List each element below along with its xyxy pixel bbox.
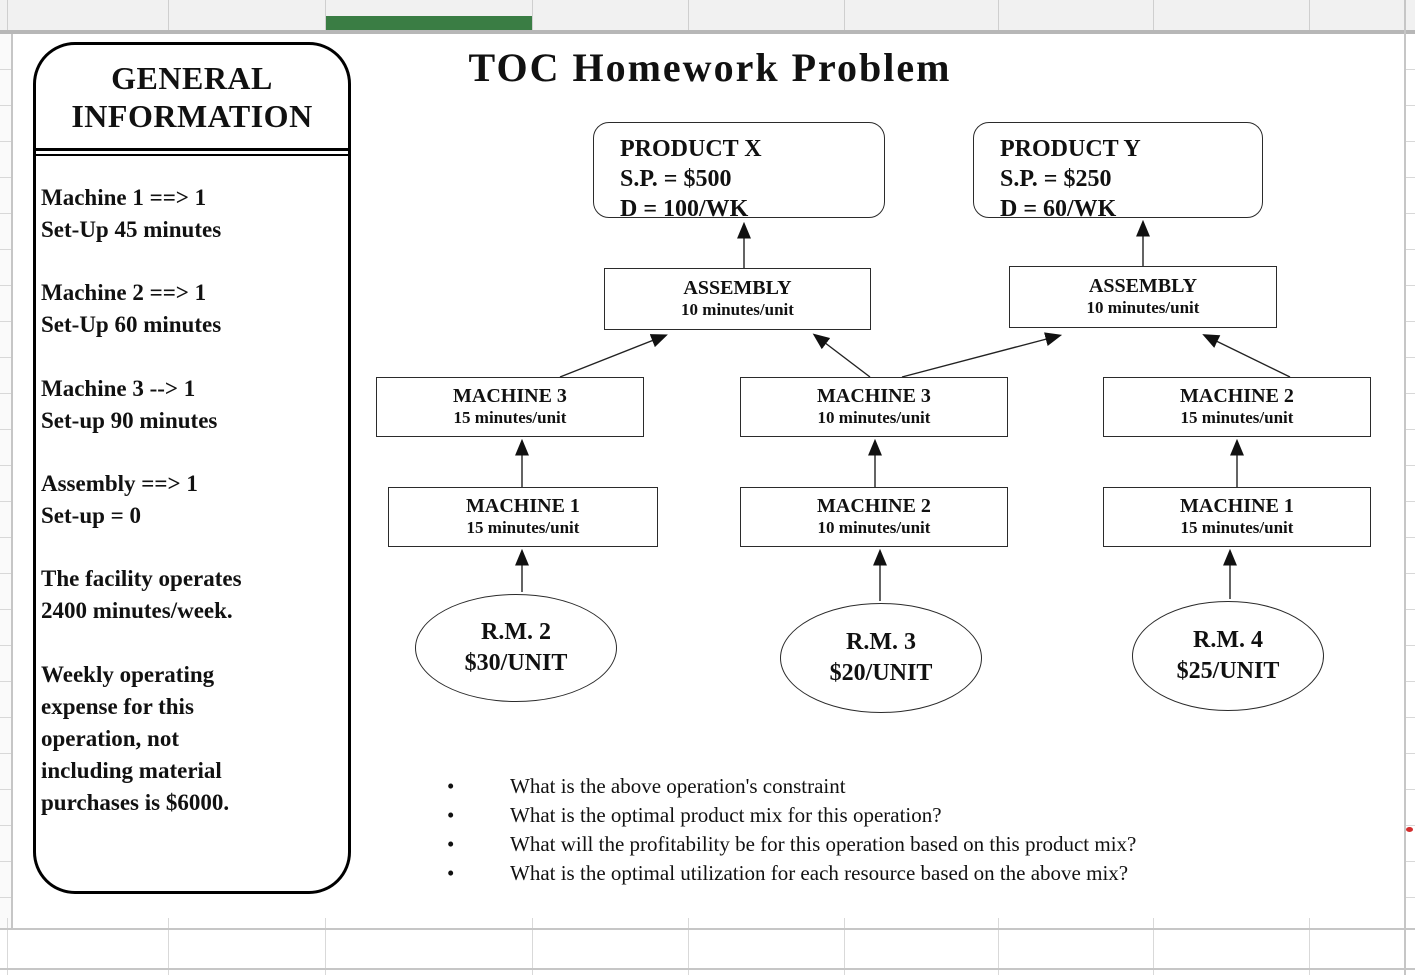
general-information-panel[interactable]: GENERAL INFORMATION Machine 1 ==> 1 Set-… xyxy=(33,42,351,894)
rm-name: R.M. 2 xyxy=(481,618,551,645)
product-y-box[interactable]: PRODUCT Y S.P. = $250 D = 60/WK xyxy=(973,122,1263,222)
question-item: • What will the profitability be for thi… xyxy=(437,830,1387,858)
node-name: ASSEMBLY xyxy=(683,277,792,300)
info-item-assembly: Assembly ==> 1 Set-up = 0 xyxy=(41,470,198,529)
question-item: • What is the optimal utilization for ea… xyxy=(437,859,1387,887)
node-name: MACHINE 3 xyxy=(453,385,567,408)
machine-box-3-left[interactable]: MACHINE 3 15 minutes/unit xyxy=(376,377,644,437)
machine-box-2-right[interactable]: MACHINE 2 15 minutes/unit xyxy=(1103,377,1371,437)
node-rate: 10 minutes/unit xyxy=(817,518,931,538)
product-name: PRODUCT X xyxy=(620,136,762,162)
node-name: MACHINE 2 xyxy=(1180,385,1294,408)
node-name: MACHINE 1 xyxy=(1180,495,1294,518)
panel-title: GENERAL INFORMATION xyxy=(36,45,348,136)
questions-list: • What is the above operation's constrai… xyxy=(437,772,1387,888)
sheet-row-border-2 xyxy=(0,968,1415,970)
spreadsheet-top-row xyxy=(0,0,1415,30)
assembly-box-right[interactable]: ASSEMBLY 10 minutes/unit xyxy=(1009,266,1277,328)
assembly-box-left[interactable]: ASSEMBLY 10 minutes/unit xyxy=(604,268,871,330)
node-rate: 10 minutes/unit xyxy=(1086,298,1200,318)
raw-material-ellipse-rm2[interactable]: R.M. 2 $30/UNIT xyxy=(415,594,617,702)
product-x-box[interactable]: PRODUCT X S.P. = $500 D = 100/WK xyxy=(593,122,885,222)
machine-box-1-left[interactable]: MACHINE 1 15 minutes/unit xyxy=(388,487,658,547)
node-rate: 10 minutes/unit xyxy=(681,300,794,320)
node-rate: 15 minutes/unit xyxy=(466,518,580,538)
node-name: MACHINE 3 xyxy=(817,385,931,408)
node-rate: 10 minutes/unit xyxy=(817,408,931,428)
product-selling-price: S.P. = $250 xyxy=(1000,166,1112,192)
sheet-object-top-border xyxy=(0,30,1415,34)
rm-cost: $25/UNIT xyxy=(1176,658,1280,684)
info-item-machine3: Machine 3 --> 1 Set-up 90 minutes xyxy=(41,375,218,433)
panel-title-line: GENERAL xyxy=(111,60,273,96)
product-name: PRODUCT Y xyxy=(1000,136,1141,162)
info-item-operating-expense: Weekly operating expense for this operat… xyxy=(41,661,230,816)
bullet-icon: • xyxy=(447,774,455,798)
rm-cost: $20/UNIT xyxy=(829,660,933,686)
rm-name: R.M. 3 xyxy=(846,628,916,655)
machine-box-3-middle[interactable]: MACHINE 3 10 minutes/unit xyxy=(740,377,1008,437)
raw-material-ellipse-rm4[interactable]: R.M. 4 $25/UNIT xyxy=(1132,601,1324,711)
green-cell-fill[interactable] xyxy=(326,16,532,30)
sheet-row-border xyxy=(0,928,1415,930)
question-item: • What is the optimal product mix for th… xyxy=(437,801,1387,829)
info-item-facility: The facility operates 2400 minutes/week. xyxy=(41,566,242,624)
product-selling-price: S.P. = $500 xyxy=(620,166,732,192)
product-demand: D = 60/WK xyxy=(1000,196,1117,222)
rm-cost: $30/UNIT xyxy=(464,650,568,676)
node-rate: 15 minutes/unit xyxy=(1180,408,1294,428)
info-item-machine2: Machine 2 ==> 1 Set-Up 60 minutes xyxy=(41,280,222,338)
bullet-icon: • xyxy=(447,832,455,856)
info-item-machine1: Machine 1 ==> 1 Set-Up 45 minutes xyxy=(41,184,222,242)
right-gridline-strip xyxy=(1406,34,1415,928)
product-demand: D = 100/WK xyxy=(620,196,749,222)
sheet-object-left-border xyxy=(11,34,13,928)
node-name: ASSEMBLY xyxy=(1088,275,1198,298)
panel-title-line: INFORMATION xyxy=(71,98,313,135)
bullet-icon: • xyxy=(447,861,455,885)
sheet-column-border xyxy=(1404,0,1406,975)
bullet-icon: • xyxy=(447,803,455,827)
node-name: MACHINE 1 xyxy=(466,495,580,518)
node-name: MACHINE 2 xyxy=(817,495,931,518)
rm-name: R.M. 4 xyxy=(1193,626,1263,653)
machine-box-2-middle[interactable]: MACHINE 2 10 minutes/unit xyxy=(740,487,1008,547)
machine-box-1-right[interactable]: MACHINE 1 15 minutes/unit xyxy=(1103,487,1371,547)
node-rate: 15 minutes/unit xyxy=(453,408,567,428)
left-gridline-strip xyxy=(0,34,11,928)
raw-material-ellipse-rm3[interactable]: R.M. 3 $20/UNIT xyxy=(780,603,982,713)
page-title: TOC Homework Problem xyxy=(468,45,952,90)
red-marker-dot xyxy=(1406,827,1413,832)
panel-body: Machine 1 ==> 1 Set-Up 45 minutes Machin… xyxy=(36,156,348,820)
node-rate: 15 minutes/unit xyxy=(1180,518,1294,538)
question-item: • What is the above operation's constrai… xyxy=(437,772,1387,800)
double-rule xyxy=(36,147,348,156)
